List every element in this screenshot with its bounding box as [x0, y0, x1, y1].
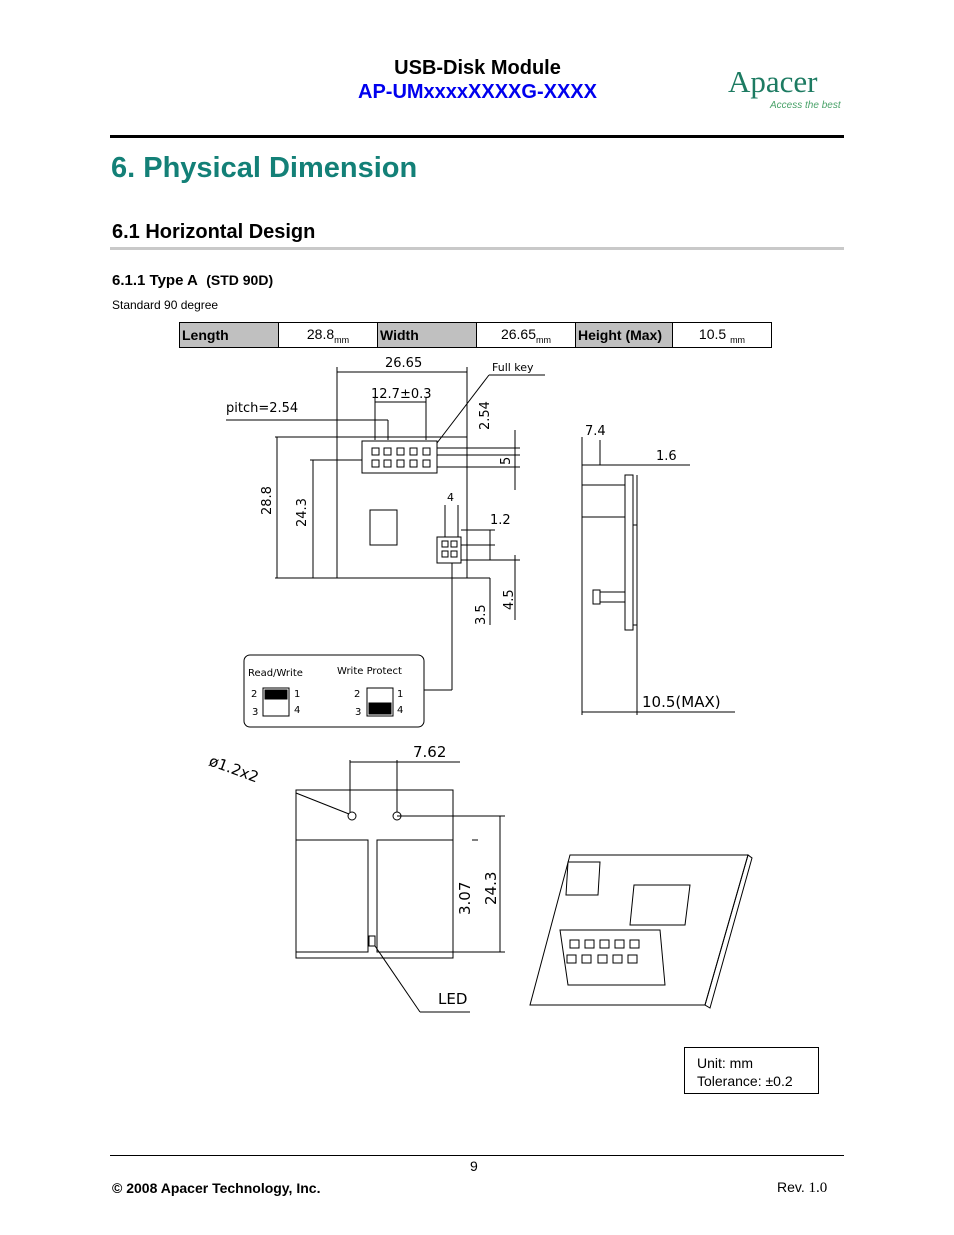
dim-pitch-span: 12.7±0.3	[371, 387, 432, 402]
height-unit: mm	[730, 334, 746, 345]
dim-4-5: 4.5	[502, 589, 517, 610]
page-number: 9	[470, 1158, 478, 1174]
bottom-board	[295, 789, 454, 959]
copyright: © 2008 Apacer Technology, Inc.	[112, 1180, 321, 1196]
pin-label: 2	[251, 689, 257, 700]
subsection-rule	[110, 247, 844, 250]
flash-chip-1	[295, 839, 369, 953]
dim-7-4: 7.4	[585, 424, 606, 439]
label-write-protect: Write Protect	[337, 666, 402, 677]
dim-28-8: 28.8	[260, 486, 275, 515]
dim-24-3: 24.3	[295, 498, 310, 527]
document-title: USB-Disk Module	[394, 57, 561, 79]
width-unit: mm	[536, 334, 552, 345]
logo-text: Apacer	[728, 64, 818, 99]
pin-label: 3	[252, 707, 258, 718]
dim-height-max: 10.5(MAX)	[642, 693, 721, 711]
dim-1-2: 1.2	[490, 513, 511, 528]
pin-label: 4	[294, 705, 300, 716]
unit-text: Unit: mm	[697, 1055, 753, 1071]
pin-label: 1	[294, 689, 300, 700]
description: Standard 90 degree	[112, 298, 219, 312]
controller-chip	[369, 509, 398, 546]
dim-3-07: 3.07	[456, 882, 474, 915]
table-row: Length 28.8mm Width 26.65mm Height (Max)…	[179, 322, 772, 348]
flash-chip-2	[376, 839, 454, 953]
dimension-drawing: 26.65 12.7±0.3 pitch=2.54 Full key 2.54 …	[207, 356, 753, 1013]
height-value: 10.5	[698, 325, 727, 342]
subsubsection-heading: 6.1.1 Type A (STD 90D)	[112, 272, 273, 289]
dim-24-3b: 24.3	[482, 872, 500, 905]
iso-connector	[559, 929, 666, 986]
dim-7-62: 7.62	[413, 743, 446, 761]
length-cell: 28.8mm	[278, 322, 378, 348]
side-board	[624, 474, 634, 631]
subsection-heading: 6.1 Horizontal Design	[112, 221, 316, 243]
pin-label: 2	[354, 689, 360, 700]
type-label: 6.1.1 Type A	[112, 272, 198, 289]
led	[368, 935, 376, 947]
pin-label: 4	[397, 705, 403, 716]
jumper-block	[436, 536, 462, 564]
pin-label: 1	[397, 689, 403, 700]
section-heading: 6. Physical Dimension	[111, 152, 418, 184]
revision-label: Rev.	[777, 1179, 805, 1195]
dim-top-width: 26.65	[385, 356, 422, 371]
dim-5: 5	[499, 457, 514, 465]
pin-label: 3	[355, 707, 361, 718]
board-outline	[336, 436, 468, 579]
footer-rule	[110, 1155, 844, 1156]
dimension-table: Length 28.8mm Width 26.65mm Height (Max)…	[179, 322, 772, 348]
usb-connector	[361, 440, 438, 474]
height-label: Height (Max)	[575, 322, 673, 348]
width-label: Width	[377, 322, 477, 348]
length-label: Length	[179, 322, 279, 348]
width-value: 26.65	[500, 325, 537, 342]
label-hole: ø1.2x2	[207, 752, 262, 787]
dim-1-6: 1.6	[656, 449, 677, 464]
side-connector	[581, 484, 626, 518]
part-number: AP-UMxxxxXXXXG-XXXX	[358, 81, 597, 103]
length-value: 28.8	[306, 325, 335, 342]
mount-hole	[347, 811, 357, 821]
connector-pins	[371, 447, 431, 468]
dim-4: 4	[447, 491, 454, 504]
label-full-key: Full key	[492, 361, 534, 374]
header-rule	[110, 135, 844, 138]
revision: Rev. 1.0	[777, 1179, 827, 1197]
unit-box: Unit: mm Tolerance: ±0.2	[684, 1047, 819, 1094]
type-note: (STD 90D)	[206, 272, 274, 288]
apacer-logo: Apacer Access the best	[728, 66, 848, 114]
revision-value: 1.0	[808, 1180, 828, 1196]
dim-3-5: 3.5	[474, 604, 489, 625]
height-cell: 10.5 mm	[672, 322, 772, 348]
width-cell: 26.65mm	[476, 322, 576, 348]
dim-pitch: pitch=2.54	[226, 401, 298, 416]
label-read-write: Read/Write	[248, 668, 303, 679]
jumper-legend	[243, 654, 425, 728]
label-led: LED	[438, 990, 467, 1008]
length-unit: mm	[334, 334, 350, 345]
tolerance-text: Tolerance: ±0.2	[697, 1073, 793, 1089]
dim-2-54: 2.54	[478, 401, 493, 430]
iso-jumper	[565, 861, 601, 896]
logo-tagline: Access the best	[770, 100, 841, 111]
